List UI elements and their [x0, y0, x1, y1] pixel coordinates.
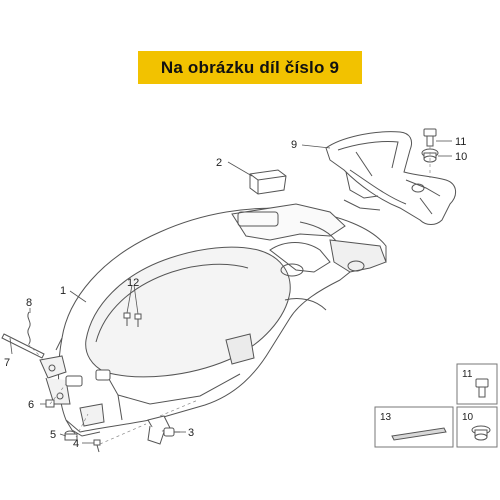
callout-3: 3: [188, 427, 194, 439]
part-5-bushing: [64, 430, 78, 441]
callout-7: 7: [4, 357, 10, 369]
callout-1: 1: [60, 285, 66, 297]
nut-icon: [471, 425, 491, 441]
callout-8: 8: [26, 297, 32, 309]
part-9-rear-carrier: [325, 131, 456, 225]
part-4-screw: [93, 439, 101, 453]
callout-2: 2: [216, 157, 222, 169]
callout-11: 11: [455, 136, 466, 148]
detail-box-11-label: 11: [462, 369, 473, 380]
part-11-bolt: [423, 128, 437, 147]
pad-strip-icon: [391, 427, 447, 441]
callout-5: 5: [50, 429, 56, 441]
callout-6: 6: [28, 399, 34, 411]
detail-box-11: 11: [456, 363, 498, 405]
part-number-banner: Na obrázku díl číslo 9: [138, 51, 362, 84]
callout-9: 9: [291, 139, 297, 151]
detail-box-13: 13: [374, 406, 454, 448]
callout-4: 4: [73, 438, 79, 450]
leader-lines: [9, 140, 452, 444]
callout-12: 12: [127, 277, 139, 289]
detail-box-10-label: 10: [462, 412, 474, 423]
part-2-cover-pad: [249, 169, 287, 195]
detail-box-13-label: 13: [380, 412, 392, 423]
detail-box-10: 10: [456, 406, 498, 448]
dashed-assembly-lines: [27, 146, 431, 445]
bolt-icon: [475, 378, 489, 398]
callout-labels: 2 9 11 10 1 12 8 7 6 5 4 3: [4, 136, 467, 450]
part-1-storage-compartment: [39, 203, 387, 437]
callout-10: 10: [455, 151, 467, 163]
part-7-rod: [1, 333, 45, 359]
part-8-spring-clip: [27, 311, 31, 345]
part-3-latch-switch: [147, 415, 180, 445]
